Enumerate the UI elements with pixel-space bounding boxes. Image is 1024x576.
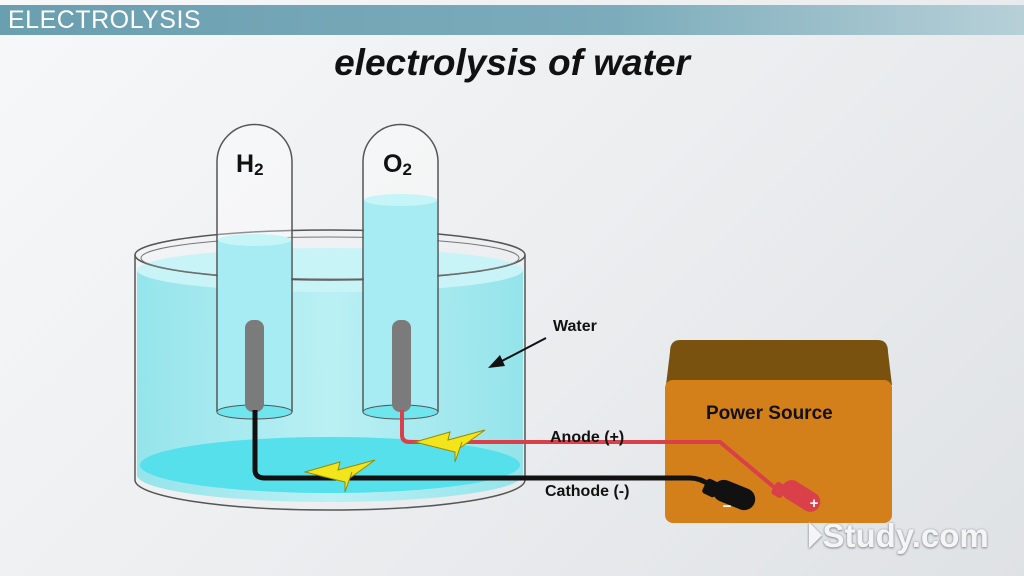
arrow-icon: [488, 337, 547, 368]
cathode-wire: [252, 410, 712, 488]
anode-clip: [771, 480, 821, 512]
oxygen-tube: [362, 123, 439, 420]
water-label: Water: [553, 318, 597, 335]
cathode-label: Cathode (-): [545, 483, 630, 500]
slide-title: electrolysis of water: [334, 42, 690, 83]
anode-electrode: [392, 320, 411, 412]
hydrogen-label: H2: [236, 150, 264, 179]
negative-symbol: −: [723, 498, 732, 515]
watermark: ⏵Study.com: [806, 517, 989, 556]
positive-symbol: +: [810, 495, 819, 512]
header-title: ELECTROLYSIS: [8, 6, 202, 34]
lightning-bolt-icon: [413, 429, 486, 463]
watermark-text: Study.com: [822, 517, 989, 554]
cathode-clip: [702, 478, 756, 511]
cathode-electrode: [245, 320, 264, 412]
oxygen-label: O2: [383, 150, 412, 179]
play-icon: ⏵: [806, 517, 823, 554]
header-bar: ELECTROLYSIS: [0, 5, 1024, 35]
anode-label: Anode (+): [550, 429, 625, 446]
anode-wire: [400, 410, 777, 490]
hydrogen-tube: [216, 123, 293, 420]
lightning-bolt-icon: [303, 459, 376, 493]
power-source-label: Power Source: [706, 403, 833, 424]
